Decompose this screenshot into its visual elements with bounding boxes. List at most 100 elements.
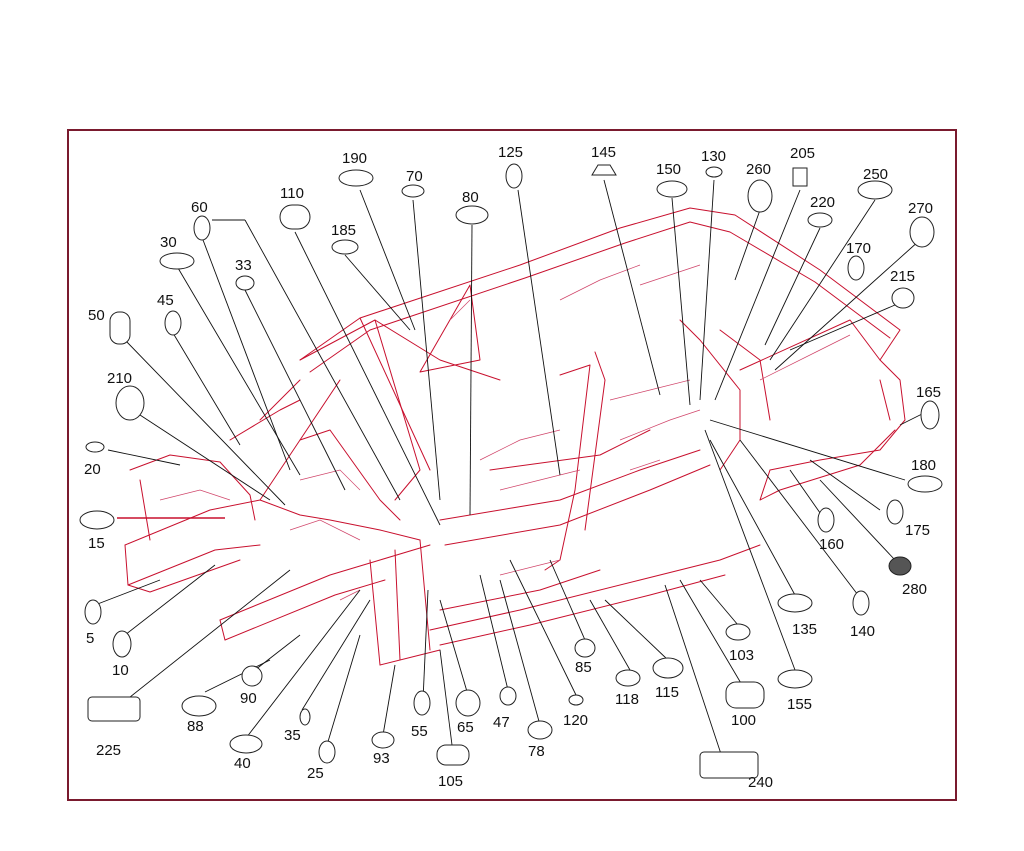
callout-135: 135: [792, 621, 817, 638]
plug-170-icon: [847, 255, 865, 281]
callout-110: 110: [280, 185, 304, 202]
callout-30: 30: [160, 234, 177, 251]
plug-130-icon: [705, 166, 723, 178]
plug-100-icon: [725, 681, 765, 709]
callout-90: 90: [240, 690, 257, 707]
callout-5: 5: [86, 630, 94, 647]
callout-25: 25: [307, 765, 324, 782]
callout-100: 100: [731, 712, 756, 729]
plug-250-icon: [857, 180, 893, 200]
callout-15: 15: [88, 535, 105, 552]
plug-185-icon: [331, 239, 359, 255]
plug-70-icon: [401, 184, 425, 198]
callout-85: 85: [575, 659, 592, 676]
callout-10: 10: [112, 662, 129, 679]
plug-33-icon: [235, 275, 255, 291]
callout-55: 55: [411, 723, 428, 740]
callout-270: 270: [908, 200, 933, 217]
callout-47: 47: [493, 714, 510, 731]
plug-280-icon: [888, 556, 912, 576]
callout-250: 250: [863, 166, 888, 183]
plug-88-icon: [181, 695, 217, 717]
callout-125: 125: [498, 144, 523, 161]
plug-50-icon: [109, 311, 131, 345]
callout-180: 180: [911, 457, 936, 474]
plug-135-icon: [777, 593, 813, 613]
callout-160: 160: [819, 536, 844, 553]
plug-180-icon: [907, 475, 943, 493]
callout-93: 93: [373, 750, 390, 767]
callout-35: 35: [284, 727, 301, 744]
plug-190-icon: [338, 169, 374, 187]
plug-175-icon: [886, 499, 904, 525]
plug-240-icon: [699, 751, 759, 779]
callout-210: 210: [107, 370, 132, 387]
callout-185: 185: [331, 222, 356, 239]
callout-80: 80: [462, 189, 479, 206]
callout-40: 40: [234, 755, 251, 772]
callout-70: 70: [406, 168, 423, 185]
plug-30-icon: [159, 252, 195, 270]
callout-130: 130: [701, 148, 726, 165]
plug-80-icon: [455, 205, 489, 225]
callout-33: 33: [235, 257, 252, 274]
plug-225-icon: [87, 696, 141, 722]
plug-110-icon: [279, 204, 311, 230]
plug-145-icon: [591, 164, 617, 176]
callout-240: 240: [748, 774, 773, 791]
plug-260-icon: [747, 179, 773, 213]
callout-103: 103: [729, 647, 754, 664]
plug-115-icon: [652, 657, 684, 679]
plug-125-icon: [505, 163, 523, 189]
plug-155-icon: [777, 669, 813, 689]
callout-118: 118: [615, 691, 639, 708]
callout-45: 45: [157, 292, 174, 309]
callout-215: 215: [890, 268, 915, 285]
callout-140: 140: [850, 623, 875, 640]
callout-78: 78: [528, 743, 545, 760]
plug-118-icon: [615, 669, 641, 687]
plug-10-icon: [112, 630, 132, 658]
callout-115: 115: [655, 684, 679, 701]
plug-45-icon: [164, 310, 182, 336]
callout-225: 225: [96, 742, 121, 759]
callout-50: 50: [88, 307, 105, 324]
plug-140-icon: [852, 590, 870, 616]
plug-65-icon: [455, 689, 481, 717]
plug-47-icon: [499, 686, 517, 706]
callout-280: 280: [902, 581, 927, 598]
callout-20: 20: [84, 461, 101, 478]
callout-120: 120: [563, 712, 588, 729]
callout-155: 155: [787, 696, 812, 713]
plug-160-icon: [817, 507, 835, 533]
plug-105-icon: [436, 744, 470, 766]
callout-145: 145: [591, 144, 616, 161]
callout-150: 150: [656, 161, 681, 178]
plug-165-icon: [920, 400, 940, 430]
plug-103-icon: [725, 623, 751, 641]
part-icons: [79, 163, 943, 779]
callout-170: 170: [846, 240, 871, 257]
callout-labels: 190 70 125 145 150 130 260 205 250 110 8…: [84, 144, 941, 791]
plug-5-icon: [84, 599, 102, 625]
callout-105: 105: [438, 773, 463, 790]
callout-175: 175: [905, 522, 930, 539]
plug-25-icon: [318, 740, 336, 764]
callout-165: 165: [916, 384, 941, 401]
callout-205: 205: [790, 145, 815, 162]
callout-65: 65: [457, 719, 474, 736]
plug-78-icon: [527, 720, 553, 740]
callout-260: 260: [746, 161, 771, 178]
callout-88: 88: [187, 718, 204, 735]
plug-20-icon: [85, 441, 105, 453]
plug-205-icon: [792, 167, 808, 187]
plug-90-icon: [241, 665, 263, 687]
diagram-frame: [67, 129, 957, 801]
plug-215-icon: [891, 287, 915, 309]
plug-35-icon: [299, 708, 311, 726]
plug-93-icon: [371, 731, 395, 749]
plug-40-icon: [229, 734, 263, 754]
callout-60: 60: [191, 199, 208, 216]
plug-150-icon: [656, 180, 688, 198]
